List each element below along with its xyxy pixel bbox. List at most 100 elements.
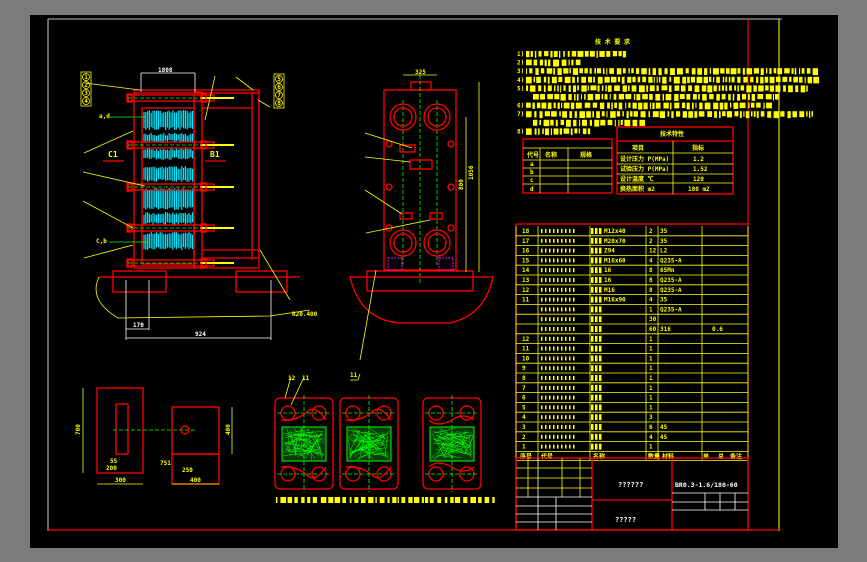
note-glyph xyxy=(699,102,703,110)
part-code-glyph xyxy=(557,297,559,302)
note-glyph xyxy=(648,111,651,118)
part-code-glyph xyxy=(549,415,551,420)
note-glyph xyxy=(753,68,760,74)
hatch xyxy=(452,437,470,442)
part-code-glyph xyxy=(545,278,547,282)
hatch xyxy=(363,448,382,457)
note-glyph xyxy=(694,111,698,118)
balloon-label: 1 xyxy=(84,74,88,81)
note-glyph xyxy=(543,119,550,127)
note-glyph xyxy=(652,111,659,118)
note-glyph xyxy=(342,497,347,503)
balloon xyxy=(275,75,283,83)
detail-dim-right-height: 400 xyxy=(225,424,232,435)
note-glyph xyxy=(641,68,647,75)
part-code-glyph xyxy=(545,444,547,449)
part-code-glyph xyxy=(549,385,551,390)
part-name-glyph xyxy=(599,267,602,274)
part-code-glyph xyxy=(553,425,555,429)
parts-header-cell: 名称 xyxy=(593,452,605,460)
part-code-glyph xyxy=(557,425,559,429)
note-glyph xyxy=(573,85,577,93)
part-name-glyph xyxy=(599,443,602,450)
note-glyph xyxy=(544,51,549,57)
part-code-glyph xyxy=(573,238,575,243)
part-number: 15 xyxy=(522,257,530,264)
part-number: 4 xyxy=(522,414,526,421)
note-glyph xyxy=(669,68,675,76)
part-name-glyph xyxy=(599,424,602,430)
note-glyph xyxy=(533,94,539,100)
note-glyph xyxy=(539,59,544,66)
part-code-glyph xyxy=(569,258,571,263)
note-glyph xyxy=(669,102,672,110)
note-number: 5) xyxy=(517,85,524,92)
hatch xyxy=(361,433,387,441)
part-name-glyph xyxy=(595,237,598,244)
hatch xyxy=(349,429,371,458)
hatch xyxy=(370,434,384,446)
detail-dim-gap: 751 xyxy=(160,460,171,467)
note-glyph xyxy=(604,76,610,83)
part-name-glyph xyxy=(591,306,594,313)
note-glyph xyxy=(739,102,746,109)
part-material: 316 xyxy=(660,326,671,333)
note-glyph xyxy=(701,85,707,92)
part-code-glyph xyxy=(573,346,575,351)
hatch xyxy=(438,443,453,457)
note-glyph xyxy=(579,111,586,119)
tech-item: 设计温度 ℃ xyxy=(620,175,654,183)
note-glyph xyxy=(693,94,697,100)
note-glyph xyxy=(712,76,715,83)
hatch xyxy=(364,434,378,441)
gasket-line xyxy=(345,466,392,479)
hatch xyxy=(436,435,469,447)
hatch xyxy=(380,436,386,447)
note-glyph xyxy=(707,85,713,93)
note-glyph xyxy=(765,68,768,74)
note-glyph xyxy=(625,102,627,109)
front-view: 1808 924 170 C1 B1 a,d C,b R20.400 1234 … xyxy=(80,67,318,340)
note-glyph xyxy=(722,111,726,117)
note-glyph xyxy=(665,94,672,101)
note-glyph xyxy=(682,111,688,118)
part-name-glyph xyxy=(591,355,594,362)
nut xyxy=(200,223,207,233)
note-glyph xyxy=(792,111,797,118)
tech-item: 试验压力 P(MPa) xyxy=(620,165,669,173)
note-glyph xyxy=(728,76,731,83)
note-glyph xyxy=(539,111,543,119)
part-code-glyph xyxy=(553,376,555,380)
balloon xyxy=(82,73,90,81)
part-code-glyph xyxy=(541,444,543,449)
part-code-glyph xyxy=(557,238,559,243)
balloon-label: 7 xyxy=(277,92,281,99)
note-glyph xyxy=(739,111,742,118)
note-glyph xyxy=(626,111,629,119)
hatch xyxy=(286,433,316,438)
note-glyph xyxy=(484,497,490,503)
part-code-glyph xyxy=(565,415,567,420)
note-number: 1) xyxy=(517,51,524,58)
part-note: 0.6 xyxy=(712,326,723,333)
balloon-label: 6 xyxy=(277,84,281,91)
part-code-glyph xyxy=(569,297,571,302)
part-number: 13 xyxy=(522,277,530,284)
part-code-glyph xyxy=(545,307,547,312)
dim-foot: 170 xyxy=(133,322,144,329)
note-glyph xyxy=(600,119,606,126)
part-name-glyph xyxy=(591,296,594,303)
note-glyph xyxy=(661,85,668,91)
hatch xyxy=(362,446,375,450)
note-glyph xyxy=(656,76,658,84)
note-glyph xyxy=(328,497,334,503)
part-qty: 30 xyxy=(649,316,657,323)
label-b1: B1 xyxy=(210,150,220,159)
part-number: 18 xyxy=(522,228,530,235)
note-glyph xyxy=(301,497,305,503)
note-glyph xyxy=(576,76,579,83)
note-glyph xyxy=(553,59,559,67)
